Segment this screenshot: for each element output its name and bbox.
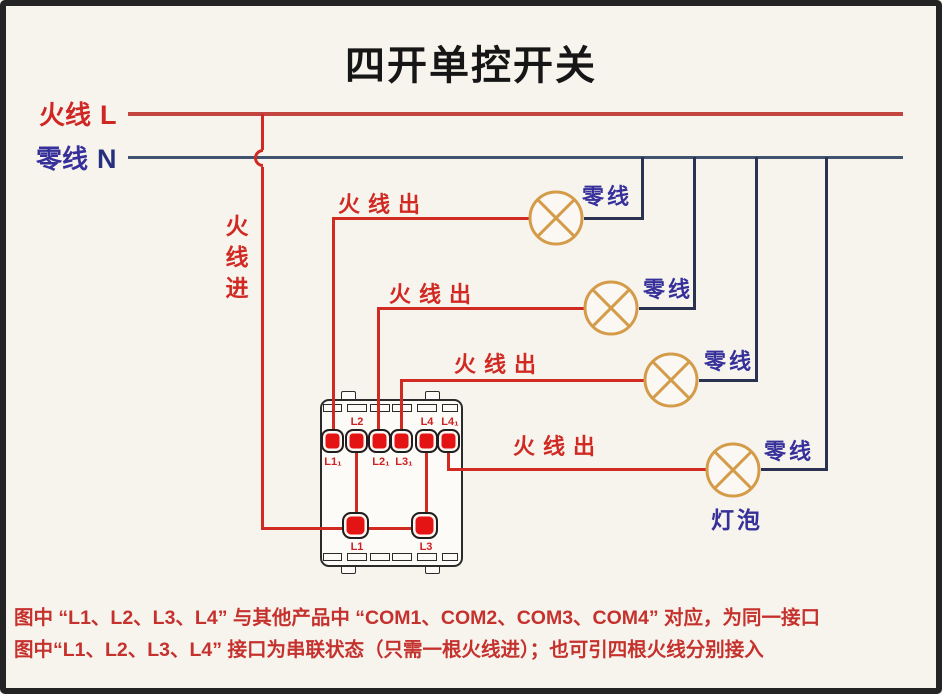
footnote: 图中 “L1、L2、L3、L4” 与其他产品中 “COM1、COM2、COM3、…	[14, 602, 820, 666]
live-in-wire-upper	[261, 114, 264, 150]
live-wire-label: 火线	[39, 100, 92, 130]
live-in-wire-lower	[261, 167, 264, 530]
footnote-line-1: 图中 “L1、L2、L3、L4” 与其他产品中 “COM1、COM2、COM3、…	[14, 607, 821, 629]
neutral-bus-line	[128, 156, 903, 159]
live-wire-legend: 火线 L	[39, 95, 117, 132]
neutral-wire-label: 零线	[36, 144, 89, 174]
switch-slot	[442, 404, 458, 412]
switch-slot	[370, 404, 390, 412]
live-out-wire-4-h	[447, 468, 706, 471]
terminal-label-l1: L1	[350, 541, 364, 553]
neutral-wire-legend: 零线 N	[36, 139, 117, 176]
terminal-label-l1-out: L1₁	[324, 456, 342, 468]
live-out-label-3: 火线出	[454, 352, 545, 377]
neutral-wire-3-v	[755, 157, 758, 382]
switch-slot	[392, 553, 412, 561]
neutral-wire-4-v	[825, 157, 828, 471]
live-wire-letter: L	[100, 100, 117, 130]
live-out-wire-1-v	[332, 218, 335, 434]
terminal-label-l3-out: L3₁	[395, 456, 413, 468]
switch-slot	[417, 553, 437, 561]
live-out-wire-4-v	[447, 450, 450, 471]
neutral-wire-2-h	[639, 307, 696, 310]
neutral-wire-3-h	[699, 379, 758, 382]
live-out-label-2: 火线出	[389, 282, 480, 307]
jumper-l2-to-l1	[355, 452, 358, 518]
switch-slot	[347, 404, 367, 412]
switch-slot	[370, 553, 390, 561]
neutral-wire-2-v	[693, 157, 696, 310]
jumper-l4-to-l3	[425, 452, 428, 518]
neutral-label-3: 零线	[704, 349, 755, 374]
footnote-line-2: 图中“L1、L2、L3、L4” 接口为串联状态（只需一根火线进）；也可引四根火线…	[14, 639, 764, 661]
live-out-label-4: 火线出	[513, 434, 604, 459]
neutral-label-2: 零线	[643, 277, 694, 302]
switch-slot	[442, 553, 458, 561]
lamp-4-icon	[705, 442, 761, 498]
terminal-l2-out	[368, 429, 391, 453]
switch-slot	[417, 404, 437, 412]
lamp-1-icon	[528, 190, 584, 246]
wire-jump-arc	[254, 149, 263, 167]
neutral-wire-1-v	[641, 157, 644, 220]
terminal-label-l4-out: L4₁	[441, 416, 459, 428]
lamp-2-icon	[583, 280, 639, 336]
terminal-label-l3: L3	[419, 541, 433, 553]
switch-slot	[323, 553, 342, 561]
live-in-label: 火 线 进	[225, 213, 249, 301]
lamp-3-icon	[643, 352, 699, 408]
neutral-label-1: 零线	[582, 184, 633, 209]
live-out-wire-2-h	[377, 307, 584, 310]
terminal-l3-bottom	[411, 512, 438, 539]
terminal-l4-com	[415, 429, 438, 453]
live-out-wire-2-v	[377, 308, 380, 436]
live-out-wire-1-h	[332, 217, 529, 220]
neutral-wire-letter: N	[97, 144, 117, 174]
live-out-wire-3-h	[400, 379, 644, 382]
switch-body	[320, 399, 463, 567]
bulb-label: 灯泡	[711, 507, 763, 533]
live-out-label-1: 火线出	[338, 192, 429, 217]
terminal-label-l2: L2	[350, 416, 364, 428]
switch-slot	[347, 553, 367, 561]
live-bus-line	[128, 112, 903, 116]
terminal-l1-out	[321, 429, 344, 453]
terminal-l3-out	[390, 429, 413, 453]
neutral-wire-1-h	[584, 217, 644, 220]
terminal-l1-bottom	[342, 512, 369, 539]
terminal-l4-out	[437, 429, 460, 453]
neutral-label-4: 零线	[764, 439, 815, 464]
terminal-label-l2-out: L2₁	[372, 456, 390, 468]
terminal-l2-com	[345, 429, 368, 453]
neutral-wire-4-h	[761, 468, 828, 471]
page-title: 四开单控开关	[345, 44, 597, 88]
live-out-wire-3-v	[400, 380, 403, 436]
terminal-label-l4: L4	[420, 416, 434, 428]
